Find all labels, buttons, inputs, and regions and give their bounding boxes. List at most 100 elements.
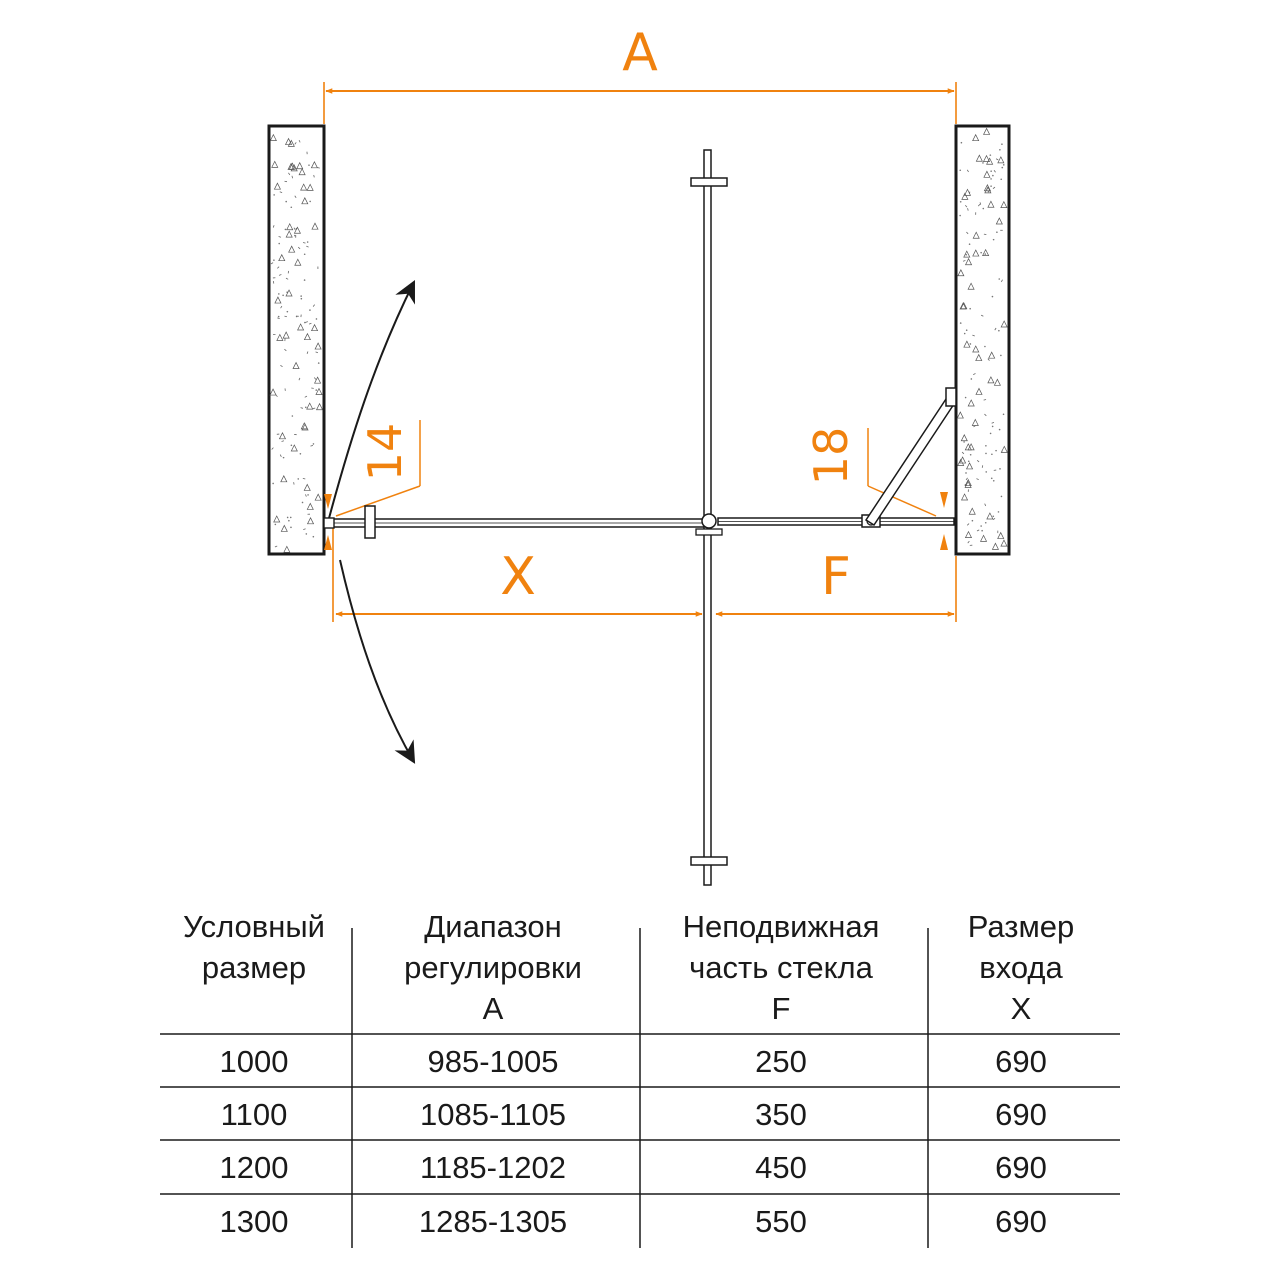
table-row: 1200 1185-1202 450 690 (220, 1150, 1047, 1185)
speckle-mark (999, 148, 1001, 151)
speckle-mark (967, 443, 975, 451)
speckle-mark (1001, 166, 1004, 169)
speckle-mark (995, 217, 1003, 225)
speckle-mark (960, 141, 963, 144)
speckle-mark (298, 167, 306, 176)
speckle-mark (271, 160, 279, 168)
speckle-mark (971, 418, 979, 426)
speckle-mark (309, 200, 311, 203)
speckle-mark (296, 161, 304, 170)
speckle-mark (959, 322, 962, 324)
speckle-mark (288, 172, 291, 176)
speckle-mark (966, 169, 969, 173)
speckle-mark (959, 169, 962, 172)
speckle-mark (1000, 320, 1008, 328)
speckle-mark (280, 305, 283, 309)
speckle-mark (290, 444, 298, 452)
speckle-mark (995, 449, 997, 452)
speckle-mark (984, 503, 987, 507)
speckle-mark (269, 388, 277, 396)
speckle-mark (277, 315, 280, 318)
speckle-mark (275, 394, 278, 398)
speckle-mark (292, 361, 300, 369)
header-cell-line: входа (979, 950, 1063, 985)
speckle-mark (983, 233, 987, 236)
speckle-mark (306, 183, 314, 191)
speckle-mark (285, 277, 289, 280)
door-glass (323, 505, 709, 539)
speckle-mark (991, 542, 1000, 550)
speckle-mark (969, 453, 972, 456)
speckle-mark (970, 378, 973, 380)
speckle-mark (303, 253, 306, 256)
right-wall (954, 124, 1011, 556)
speckle-mark (310, 445, 313, 447)
speckle-mark (286, 516, 289, 519)
speckle-mark (980, 314, 984, 317)
speckle-mark (317, 362, 320, 364)
speckle-mark (962, 260, 966, 262)
speckle-mark (983, 127, 991, 135)
speckle-mark (968, 507, 976, 515)
header-cell-line: X (1011, 991, 1032, 1026)
speckle-mark (975, 353, 983, 361)
speckle-mark (292, 165, 295, 168)
speckle-mark (1000, 178, 1003, 181)
speckle-mark (312, 443, 315, 445)
speckle-mark (981, 529, 983, 532)
speckle-mark (982, 162, 984, 164)
speckle-mark (991, 295, 994, 298)
speckle-mark (984, 521, 987, 524)
speckle-mark (306, 351, 309, 354)
speckle-mark (274, 523, 277, 526)
speckle-mark (273, 182, 281, 190)
speckle-mark (964, 396, 967, 399)
speckle-mark (985, 444, 987, 447)
speckle-mark (305, 533, 308, 535)
speckle-mark (308, 164, 310, 166)
speckle-mark (990, 178, 992, 180)
table-row: 1300 1285-1305 550 690 (220, 1204, 1047, 1239)
speckle-mark (278, 253, 286, 262)
speckle-mark (967, 399, 975, 407)
speckle-mark (284, 348, 287, 352)
speckle-mark (284, 315, 287, 318)
speckle-mark (995, 158, 999, 161)
speckle-mark (285, 230, 293, 238)
table-cell: 985-1005 (427, 1044, 558, 1079)
table-cell: 690 (995, 1044, 1047, 1079)
speckle-mark (976, 478, 979, 481)
speckle-mark (297, 478, 300, 480)
speckle-mark (993, 169, 996, 173)
speckle-mark (274, 296, 282, 304)
speckle-mark (959, 200, 962, 203)
speckle-mark (989, 154, 992, 156)
speckle-mark (306, 502, 314, 510)
speckle-mark (956, 411, 964, 419)
speckle-mark (969, 343, 972, 345)
speckle-mark (960, 302, 968, 310)
speckle-mark (282, 456, 285, 459)
speckle-mark (967, 540, 970, 544)
dimension-hinge-gap: 14 (324, 420, 421, 550)
speckle-mark (293, 227, 296, 231)
speckle-mark (298, 139, 301, 143)
speckle-mark (287, 162, 295, 170)
speckle-mark (277, 317, 280, 319)
speckle-mark (1000, 539, 1008, 547)
speckle-mark (290, 206, 293, 209)
left-wall (267, 124, 326, 556)
speckle-mark (285, 200, 287, 203)
speckle-mark (302, 478, 306, 480)
speckle-mark (982, 248, 990, 256)
concrete-hatching (269, 133, 324, 553)
speckle-mark (965, 253, 968, 256)
speckle-mark (300, 422, 308, 430)
speckle-mark (990, 170, 992, 172)
speckle-mark (997, 531, 1005, 539)
speckle-mark (286, 310, 289, 313)
speckle-mark (972, 133, 980, 142)
speckle-mark (313, 174, 315, 178)
speckle-mark (315, 351, 319, 354)
